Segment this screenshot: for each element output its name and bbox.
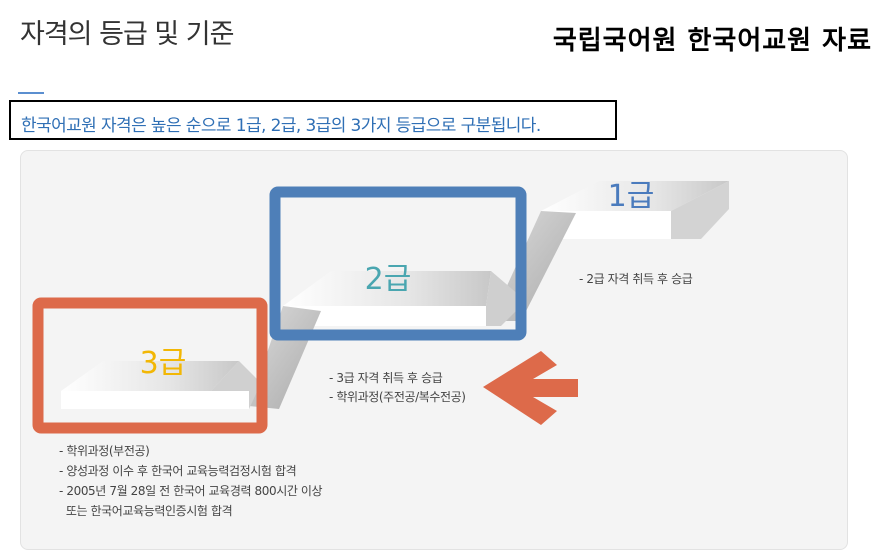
step-level2 bbox=[283, 271, 526, 326]
level2-highlight-frame bbox=[269, 186, 527, 341]
step-level3 bbox=[61, 361, 261, 409]
level3-requirement: - 2005년 7월 28일 전 한국어 교육경력 800시간 이상 bbox=[59, 484, 323, 498]
grade-diagram-panel: 1급 2급 3급 - 2급 자격 취득 후 승급 - 3급 자격 취득 후 승급… bbox=[20, 150, 848, 550]
level3-requirement: - 양성과정 이수 후 한국어 교육능력검정시험 합격 bbox=[59, 464, 297, 478]
step-level1 bbox=[541, 181, 729, 239]
level1-requirement: - 2급 자격 취득 후 승급 bbox=[579, 272, 693, 286]
level3-requirement: 또는 한국어교육능력인증시험 합격 bbox=[59, 504, 233, 518]
level3-highlight-frame bbox=[32, 297, 268, 434]
level3-requirement: - 학위과정(부전공) bbox=[59, 444, 150, 458]
level1-label: 1급 bbox=[608, 179, 655, 214]
intro-text: 한국어교원 자격은 높은 순으로 1급, 2급, 3급의 3가지 등급으로 구분… bbox=[21, 116, 541, 136]
page-title: 자격의 등급 및 기준 bbox=[20, 19, 234, 50]
level2-requirement: - 3급 자격 취득 후 승급 bbox=[329, 371, 443, 385]
intro-box: 한국어교원 자격은 높은 순으로 1급, 2급, 3급의 3가지 등급으로 구분… bbox=[9, 100, 617, 140]
source-label: 국립국어원 한국어교원 자료 bbox=[552, 26, 872, 56]
level3-label: 3급 bbox=[140, 346, 187, 381]
accent-line bbox=[18, 92, 44, 94]
grade-staircase-diagram: 1급 2급 3급 bbox=[32, 179, 729, 434]
level2-label: 2급 bbox=[365, 262, 412, 297]
left-arrow-icon bbox=[483, 351, 578, 425]
level2-requirement: - 학위과정(주전공/복수전공) bbox=[329, 390, 466, 404]
